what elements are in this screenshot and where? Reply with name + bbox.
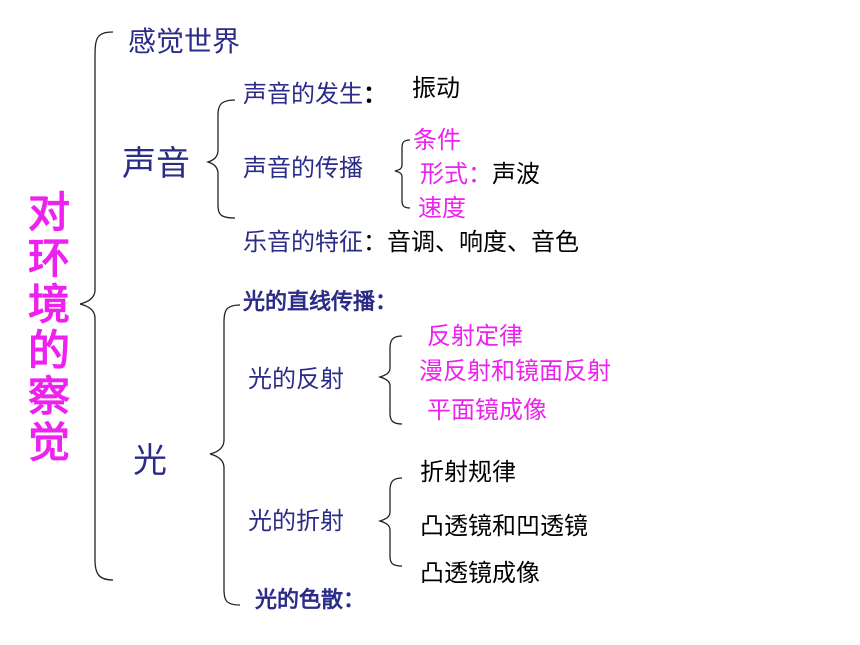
- refraction-brace: [377, 477, 403, 567]
- music-features-label: 乐音的特征: [243, 228, 363, 256]
- diagram-title: 对环境的察觉: [27, 188, 70, 467]
- music-features-colon: ：: [363, 228, 387, 256]
- light-reflection-label: 光的反射: [248, 365, 344, 393]
- main-brace: [79, 31, 114, 581]
- sound-origin-colon: ：: [363, 80, 387, 108]
- propagation-form-value: 声波: [492, 160, 540, 188]
- sound-propagation-label: 声音的传播: [243, 154, 363, 182]
- reflection-item: 平面镜成像: [427, 396, 547, 424]
- propagation-form: 形式：声波: [420, 162, 540, 186]
- propagation-speed: 速度: [418, 194, 466, 222]
- reflection-item: 漫反射和镜面反射: [419, 357, 611, 385]
- music-features: 乐音的特征：音调、响度、音色: [243, 230, 579, 254]
- propagation-conditions: 条件: [413, 126, 461, 154]
- light-label: 光: [133, 441, 167, 481]
- sound-origin-text: 声音的发生: [243, 80, 363, 108]
- sound-origin-value: 振动: [412, 74, 460, 102]
- refraction-item: 折射规律: [420, 458, 516, 486]
- music-features-value: 音调、响度、音色: [387, 228, 579, 256]
- light-refraction-label: 光的折射: [248, 507, 344, 535]
- reflection-item: 反射定律: [427, 322, 523, 350]
- light-dispersion: 光的色散：: [255, 588, 366, 613]
- propagation-brace: [394, 139, 411, 209]
- item-sense-world: 感觉世界: [128, 25, 241, 58]
- sound-origin-label: 声音的发生：: [243, 82, 387, 106]
- reflection-brace: [377, 335, 403, 425]
- light-brace: [209, 304, 241, 606]
- refraction-item: 凸透镜和凹透镜: [420, 512, 588, 540]
- light-straight-line: 光的直线传播：: [243, 290, 398, 315]
- refraction-item: 凸透镜成像: [420, 559, 540, 587]
- propagation-form-text: 形式：: [420, 160, 492, 188]
- sound-brace: [205, 99, 236, 219]
- sound-label: 声音: [122, 144, 190, 184]
